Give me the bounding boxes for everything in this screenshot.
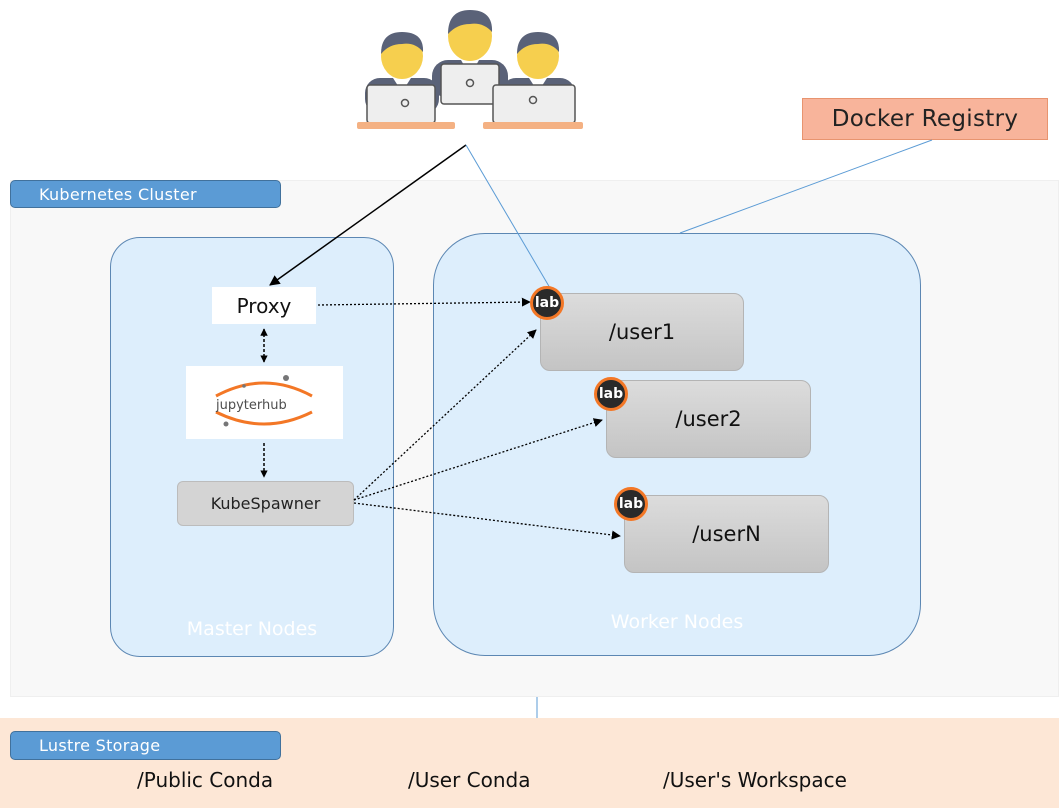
jupyterhub-logo: jupyterhub [186, 366, 343, 439]
jupyterhub-logo-text: jupyterhub [215, 398, 287, 413]
spawner-to-user1-arrow [353, 329, 537, 501]
users-to-lab-line [465, 144, 551, 289]
worker-nodes-label: Worker Nodes [610, 611, 744, 633]
jupyterlab-icon: lab [614, 487, 648, 521]
storage-item-user-workspace: /User's Workspace [663, 768, 847, 792]
user-left-icon [357, 32, 455, 129]
spawner-to-usern-arrow [353, 502, 621, 540]
user-pod-n: /userN [624, 495, 829, 573]
user-pod-label: /userN [692, 522, 761, 546]
registry-to-worker-line [679, 139, 933, 234]
user-pod-1: /user1 [540, 293, 744, 371]
spawner-to-user2-arrow [353, 418, 603, 501]
users-group-icon [357, 10, 583, 129]
kubespawner-box: KubeSpawner [177, 481, 354, 526]
kubernetes-cluster-label: Kubernetes Cluster [10, 180, 281, 208]
lustre-storage-label: Lustre Storage [10, 731, 281, 760]
master-nodes-label: Master Nodes [186, 618, 318, 640]
user-pod-label: /user1 [608, 320, 676, 344]
jupyterhub-logo-icon: jupyterhub [215, 375, 313, 427]
jupyterlab-icon: lab [530, 286, 564, 320]
storage-item-user-conda: /User Conda [408, 768, 531, 792]
proxy-box: Proxy [212, 287, 316, 324]
user-pod-2: /user2 [606, 380, 811, 458]
users-to-proxy-arrow [269, 144, 467, 286]
jupyterlab-icon: lab [594, 377, 628, 411]
docker-registry-box: Docker Registry [802, 98, 1048, 140]
user-center-icon [432, 10, 508, 105]
storage-item-public-conda: /Public Conda [137, 768, 274, 792]
proxy-to-user1-arrow [317, 297, 531, 307]
user-pod-label: /user2 [675, 407, 742, 431]
user-right-icon [483, 32, 583, 129]
